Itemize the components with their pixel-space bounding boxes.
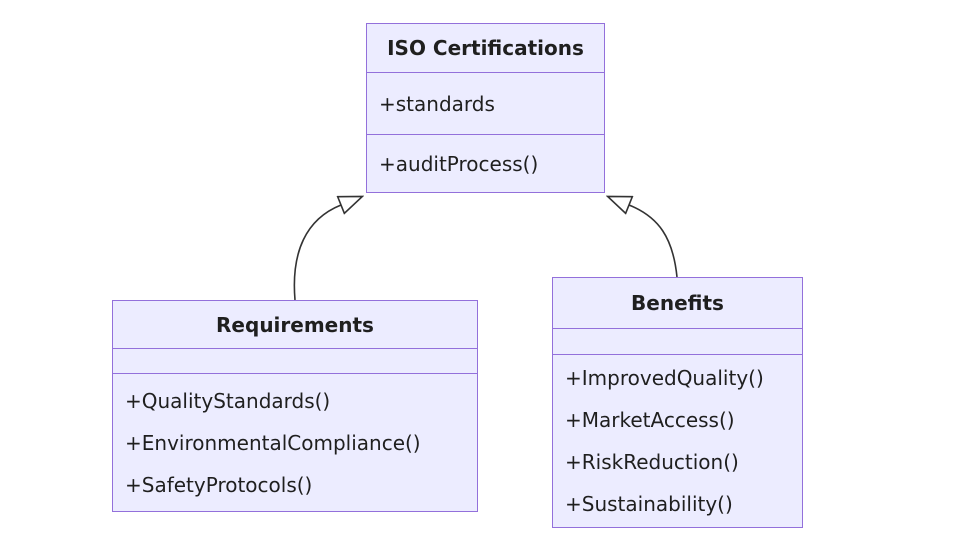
class-title: Requirements bbox=[113, 301, 477, 349]
class-method: +SafetyProtocols() bbox=[125, 472, 313, 497]
class-methods-section: +auditProcess() bbox=[367, 135, 604, 192]
class-method: +EnvironmentalCompliance() bbox=[125, 430, 421, 455]
class-methods-section: +QualityStandards() +EnvironmentalCompli… bbox=[113, 374, 477, 511]
class-box-iso-certifications: ISO Certifications +standards +auditProc… bbox=[366, 23, 605, 193]
class-method: +ImprovedQuality() bbox=[565, 366, 764, 390]
inheritance-arrow-requirements-to-iso bbox=[293, 205, 341, 301]
class-attributes-section bbox=[553, 329, 802, 355]
class-attributes-section bbox=[113, 349, 477, 374]
class-method: +RiskReduction() bbox=[565, 450, 739, 474]
class-box-requirements: Requirements +QualityStandards() +Enviro… bbox=[112, 300, 478, 512]
inheritance-arrow-benefits-to-iso bbox=[629, 205, 678, 278]
class-attribute: +standards bbox=[379, 91, 495, 116]
class-method: +Sustainability() bbox=[565, 492, 733, 516]
class-method: +QualityStandards() bbox=[125, 388, 331, 413]
class-title: Benefits bbox=[553, 278, 802, 329]
class-method: +auditProcess() bbox=[379, 151, 539, 176]
class-method: +MarketAccess() bbox=[565, 408, 735, 432]
class-title: ISO Certifications bbox=[367, 24, 604, 73]
class-methods-section: +ImprovedQuality() +MarketAccess() +Risk… bbox=[553, 355, 802, 527]
class-attributes-section: +standards bbox=[367, 73, 604, 135]
class-box-benefits: Benefits +ImprovedQuality() +MarketAcces… bbox=[552, 277, 803, 528]
